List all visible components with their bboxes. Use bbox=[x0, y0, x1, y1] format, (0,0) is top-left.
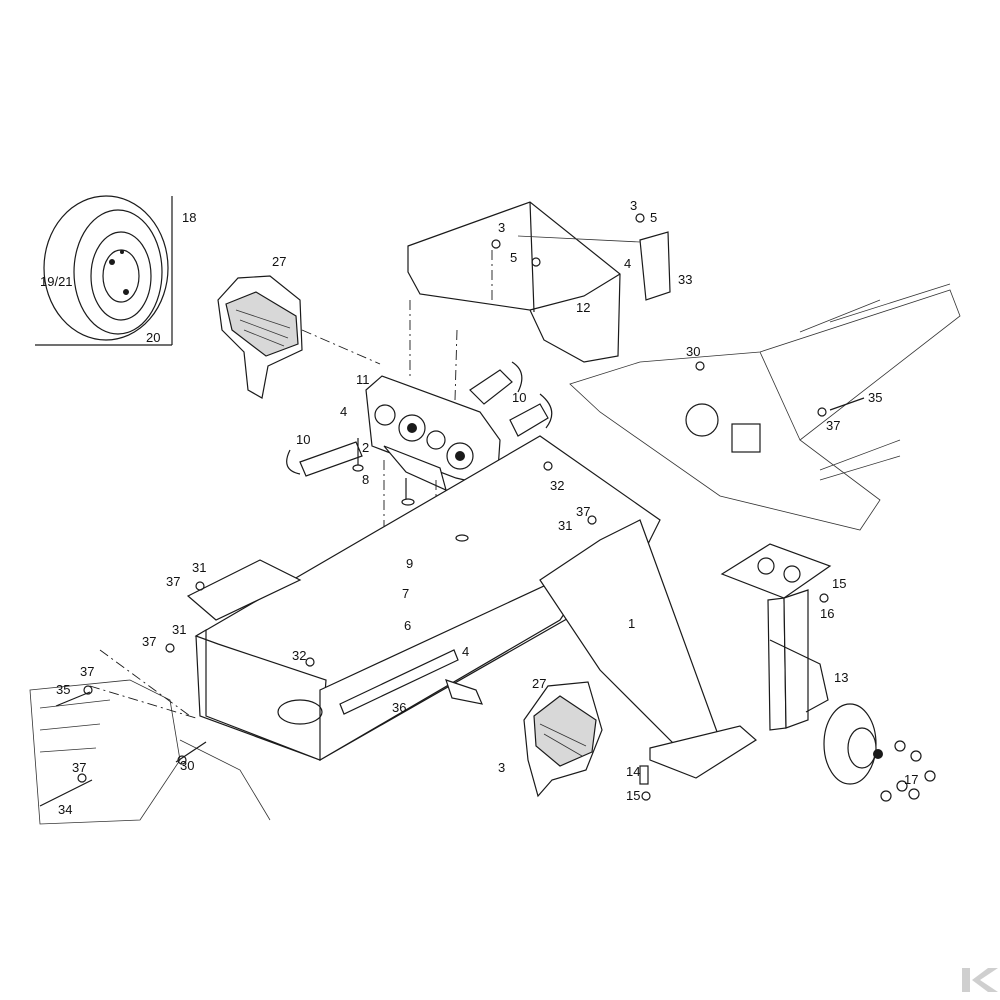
label-17: 17 bbox=[904, 772, 918, 787]
label-5: 5 bbox=[510, 250, 517, 265]
label-14: 14 bbox=[626, 764, 640, 779]
label-19-21: 19/21 bbox=[40, 274, 73, 289]
side-plate bbox=[517, 231, 671, 301]
label-20: 20 bbox=[146, 330, 160, 345]
bracket-upper bbox=[217, 275, 381, 399]
label-37: 37 bbox=[142, 634, 156, 649]
label-27: 27 bbox=[532, 676, 546, 691]
label-36: 36 bbox=[392, 700, 406, 715]
support-leg bbox=[720, 543, 832, 731]
gearbox-cover bbox=[407, 201, 621, 401]
label-15: 15 bbox=[832, 576, 846, 591]
label-32: 32 bbox=[292, 648, 306, 663]
label-11: 11 bbox=[356, 372, 370, 387]
label-15: 15 bbox=[626, 788, 640, 803]
label-10: 10 bbox=[296, 432, 310, 447]
label-7: 7 bbox=[402, 586, 409, 601]
callout-labels: 18 19/21 20 27 3 5 3 5 4 33 12 30 35 37 … bbox=[40, 198, 918, 817]
label-2: 2 bbox=[362, 440, 369, 455]
label-32: 32 bbox=[550, 478, 564, 493]
label-31: 31 bbox=[558, 518, 572, 533]
label-37: 37 bbox=[826, 418, 840, 433]
label-33: 33 bbox=[678, 272, 692, 287]
label-10: 10 bbox=[512, 390, 526, 405]
main-frame bbox=[186, 435, 757, 779]
wheel-inset bbox=[35, 195, 173, 346]
label-16: 16 bbox=[820, 606, 834, 621]
label-34: 34 bbox=[58, 802, 72, 817]
label-35: 35 bbox=[56, 682, 70, 697]
label-3: 3 bbox=[498, 760, 505, 775]
label-4: 4 bbox=[624, 256, 631, 271]
label-3: 3 bbox=[498, 220, 505, 235]
label-1: 1 bbox=[628, 616, 635, 631]
label-31: 31 bbox=[172, 622, 186, 637]
label-12: 12 bbox=[576, 300, 590, 315]
wheel-hub bbox=[823, 703, 936, 802]
label-37: 37 bbox=[72, 760, 86, 775]
label-30: 30 bbox=[180, 758, 194, 773]
fasteners bbox=[77, 213, 865, 801]
label-9: 9 bbox=[406, 556, 413, 571]
label-8: 8 bbox=[362, 472, 369, 487]
label-27: 27 bbox=[272, 254, 286, 269]
label-31: 31 bbox=[192, 560, 206, 575]
label-4: 4 bbox=[340, 404, 347, 419]
label-4: 4 bbox=[462, 644, 469, 659]
label-5: 5 bbox=[650, 210, 657, 225]
label-13: 13 bbox=[834, 670, 848, 685]
rear-chassis bbox=[569, 283, 961, 531]
label-18: 18 bbox=[182, 210, 196, 225]
brand-logo-icon bbox=[962, 968, 998, 992]
label-6: 6 bbox=[404, 618, 411, 633]
label-37: 37 bbox=[80, 664, 94, 679]
label-37: 37 bbox=[166, 574, 180, 589]
label-35: 35 bbox=[868, 390, 882, 405]
label-3: 3 bbox=[630, 198, 637, 213]
bracket-lower bbox=[445, 679, 603, 798]
label-37: 37 bbox=[576, 504, 590, 519]
label-30: 30 bbox=[686, 344, 700, 359]
gearbox bbox=[286, 361, 553, 560]
